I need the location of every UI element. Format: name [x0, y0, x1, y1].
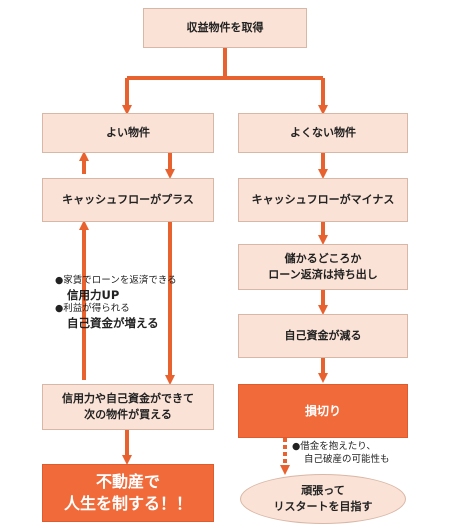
note-bankruptcy: 自己破産の可能性も	[304, 453, 390, 465]
cut-note: ●借金を抱えたり、 自己破産の可能性も	[292, 441, 432, 467]
node-good: よい物件	[42, 113, 214, 153]
node-own-decrease: 自己資金が減る	[238, 314, 408, 358]
node-not-profit: 儲かるどころか ローン返済は持ち出し	[238, 244, 408, 290]
node-bad: よくない物件	[238, 113, 408, 153]
good-notes: ●家賃でローンを返済できる 信用力UP ●利益が得られる 自己資金が増える	[55, 275, 205, 332]
node-cut-loss: 損切り	[238, 384, 408, 438]
note-debt: ●借金を抱えたり、	[292, 441, 376, 452]
note-credit-up: 信用力UP	[67, 287, 120, 302]
node-acquire: 収益物件を取得	[143, 8, 307, 48]
node-cf-plus: キャッシュフローがプラス	[42, 178, 214, 222]
node-restart: 頑張って リスタートを目指す	[240, 474, 406, 524]
note-own-increase: 自己資金が増える	[67, 316, 159, 331]
note-rent-repay: ●家賃でローンを返済できる	[55, 275, 177, 286]
note-profit: ●利益が得られる	[55, 303, 130, 315]
node-cf-minus: キャッシュフローがマイナス	[238, 178, 408, 222]
node-next-property: 信用力や自己資金ができて 次の物件が買える	[42, 384, 214, 430]
node-real-estate: 不動産で 人生を制する！！	[42, 464, 214, 522]
